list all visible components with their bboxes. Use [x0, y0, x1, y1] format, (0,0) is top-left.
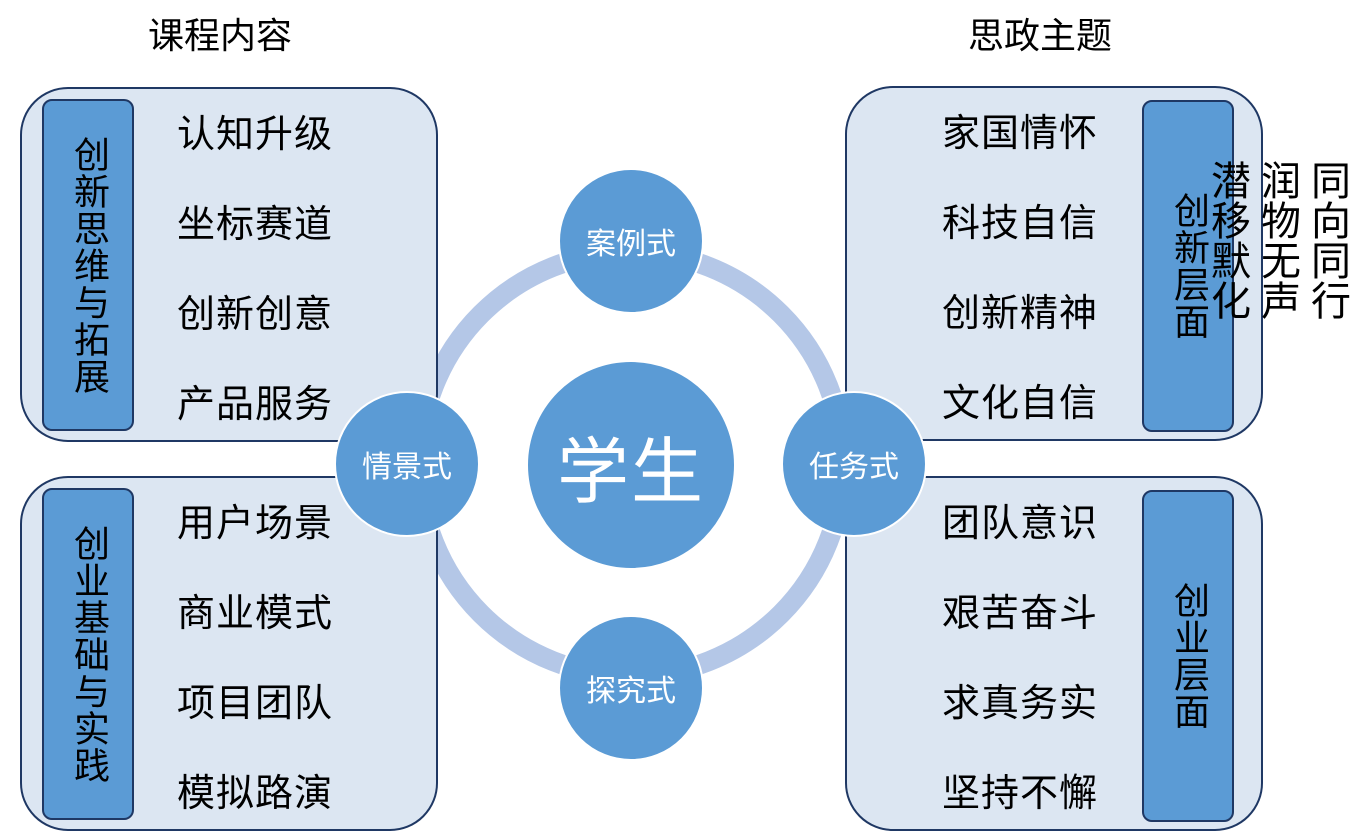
list-item: 坐标赛道: [177, 202, 334, 246]
list-item: 文化自信: [942, 381, 1099, 425]
panel-entrepreneurship-level: 团队意识 艰苦奋斗 求真务实 坚持不懈 创业层面: [845, 476, 1263, 831]
course-list-entrepreneurship: 用户场景 商业模式 项目团队 模拟路演: [177, 478, 333, 838]
center-student: 学生: [526, 360, 736, 570]
list-item: 创新精神: [942, 291, 1099, 335]
slogan-line: 潜移默化: [1204, 160, 1250, 320]
list-item: 求真务实: [942, 681, 1099, 725]
list-item: 科技自信: [942, 201, 1099, 245]
tag-innovation-level: 创新层面: [1142, 100, 1234, 432]
list-item: 模拟路演: [177, 771, 334, 815]
panel-innovation-level: 家国情怀 科技自信 创新精神 文化自信 创新层面: [845, 86, 1263, 441]
node-inquiry-method: 探究式: [558, 615, 704, 761]
tag-innovation-thinking: 创新思维与拓展: [42, 99, 134, 431]
list-item: 产品服务: [177, 382, 334, 426]
tag-entrepreneurship-basics: 创业基础与实践: [42, 488, 134, 820]
list-item: 商业模式: [177, 591, 334, 635]
list-item: 艰苦奋斗: [942, 591, 1099, 635]
list-item: 团队意识: [942, 501, 1099, 545]
list-item: 认知升级: [177, 112, 334, 156]
panel-entrepreneurship-basics: 创业基础与实践 用户场景 商业模式 项目团队 模拟路演: [20, 476, 438, 831]
slogan-line: 同向同行: [1304, 160, 1350, 320]
list-item: 坚持不懈: [942, 771, 1099, 815]
node-task-method: 任务式: [781, 391, 927, 537]
list-item: 家国情怀: [942, 111, 1099, 155]
list-item: 创新创意: [177, 292, 334, 336]
header-ideological-topics: 思政主题: [967, 16, 1112, 57]
slogan-line: 润物无声: [1254, 160, 1300, 320]
panel-innovation-thinking: 创新思维与拓展 认知升级 坐标赛道 创新创意 产品服务: [20, 87, 438, 442]
topic-list-entrepreneurship: 团队意识 艰苦奋斗 求真务实 坚持不懈: [942, 478, 1098, 838]
course-list-innovation: 认知升级 坐标赛道 创新创意 产品服务: [177, 89, 333, 449]
list-item: 项目团队: [177, 681, 334, 725]
tag-entrepreneurship-level: 创业层面: [1142, 490, 1234, 822]
slogan: 同向同行 润物无声 潜移默化: [1204, 160, 1352, 730]
header-course-content: 课程内容: [147, 16, 292, 57]
node-scenario-method: 情景式: [334, 391, 480, 537]
topic-list-innovation: 家国情怀 科技自信 创新精神 文化自信: [942, 88, 1098, 448]
node-case-method: 案例式: [558, 168, 704, 314]
list-item: 用户场景: [177, 501, 334, 545]
